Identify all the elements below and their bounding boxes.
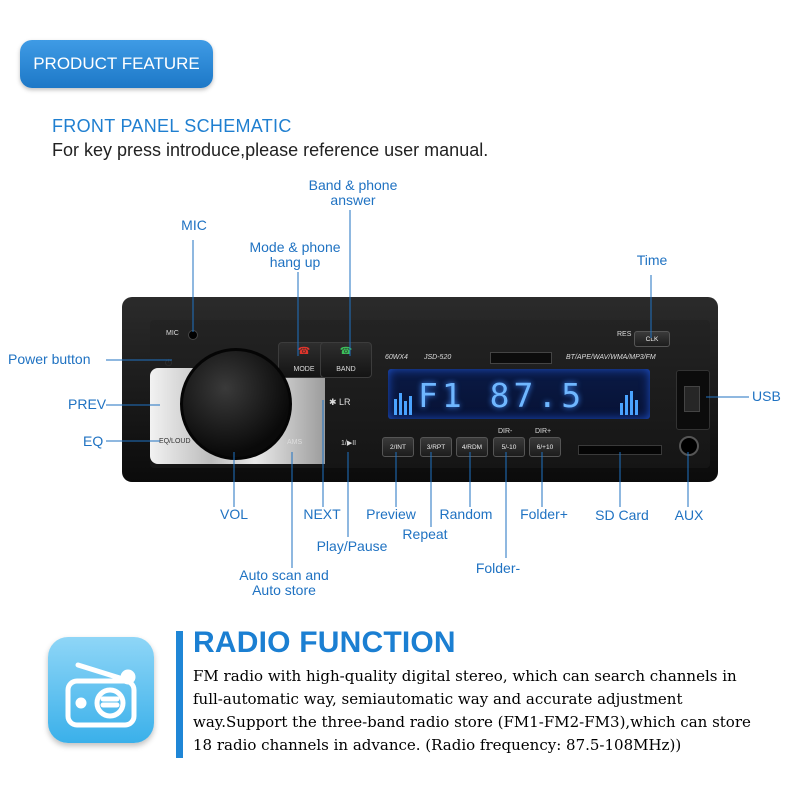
aux-jack: [679, 436, 699, 456]
power-rating: 60WX4: [385, 354, 408, 361]
band-button[interactable]: ☎ BAND: [320, 342, 372, 378]
label-preview: Preview: [366, 506, 416, 522]
radio-function-description: FM radio with high-quality digital stere…: [193, 665, 783, 757]
button-6-dir-plus[interactable]: 6/+10: [529, 437, 561, 457]
dir-minus-text: DIR-: [498, 428, 513, 435]
power-icon: ⏻: [165, 358, 173, 368]
phone-answer-icon: ☎: [339, 346, 353, 357]
band-text: BAND: [336, 366, 356, 373]
product-feature-badge: PRODUCT FEATURE: [20, 40, 213, 88]
volume-knob[interactable]: [180, 348, 292, 460]
label-repeat: Repeat: [402, 526, 448, 542]
label-play-pause: Play/Pause: [316, 538, 388, 554]
label-eq: EQ: [83, 433, 104, 449]
accent-bar: [176, 631, 183, 758]
description-line: full-automatic way, semiautomatic way an…: [193, 690, 683, 708]
description-line: 18 radio channels in advance. (Radio fre…: [193, 736, 682, 754]
description-line: FM radio with high-quality digital stere…: [193, 667, 737, 685]
label-usb: USB: [752, 388, 781, 404]
section-subtitle: For key press introduce,please reference…: [52, 140, 489, 160]
radio-icon: [48, 637, 154, 743]
mode-text: MODE: [293, 366, 315, 373]
model-name: JSD-520: [424, 354, 452, 361]
button-4-rdm[interactable]: 4/RDM: [456, 437, 488, 457]
bluetooth-icon: ✱ LR: [329, 397, 351, 407]
label-random: Random: [439, 506, 493, 522]
label-prev: PREV: [68, 396, 107, 412]
phone-hangup-icon: ☎: [297, 346, 311, 357]
mic-text: MIC: [166, 330, 179, 337]
button-2-int[interactable]: 2/INT: [382, 437, 414, 457]
dir-plus-text: DIR+: [535, 428, 552, 435]
formats-text: BT/APE/WAV/WMA/MP3/FM: [566, 354, 656, 361]
label-folder-minus: Folder-: [475, 560, 521, 576]
label-power-button: Power button: [8, 351, 91, 367]
eq-loud-text: EQ/LOUD: [159, 438, 191, 445]
label-next: NEXT: [303, 506, 341, 522]
radio-function-title: RADIO FUNCTION: [193, 626, 456, 659]
label-time: Time: [636, 252, 668, 268]
usb-connector: [684, 386, 700, 412]
label-mic: MIC: [181, 217, 207, 233]
lcd-display: [388, 369, 650, 419]
description-line: way.Support the three-band radio store (…: [193, 713, 751, 731]
section-title: FRONT PANEL SCHEMATIC: [52, 116, 292, 136]
label-aux: AUX: [674, 507, 704, 523]
lcd-frequency: F1 87.5: [418, 376, 586, 415]
label-folder-plus: Folder+: [520, 506, 568, 522]
label-sd-card: SD Card: [595, 507, 649, 523]
button-5-dir-minus[interactable]: 5/-10: [493, 437, 525, 457]
disc-slot: [490, 352, 552, 364]
res-text: RES: [617, 331, 632, 338]
clk-button[interactable]: CLK: [634, 331, 670, 347]
ams-text: AMS: [287, 439, 303, 446]
btn1-text: 1/▶II: [341, 440, 357, 447]
button-3-rpt[interactable]: 3/RPT: [420, 437, 452, 457]
label-vol: VOL: [219, 506, 249, 522]
